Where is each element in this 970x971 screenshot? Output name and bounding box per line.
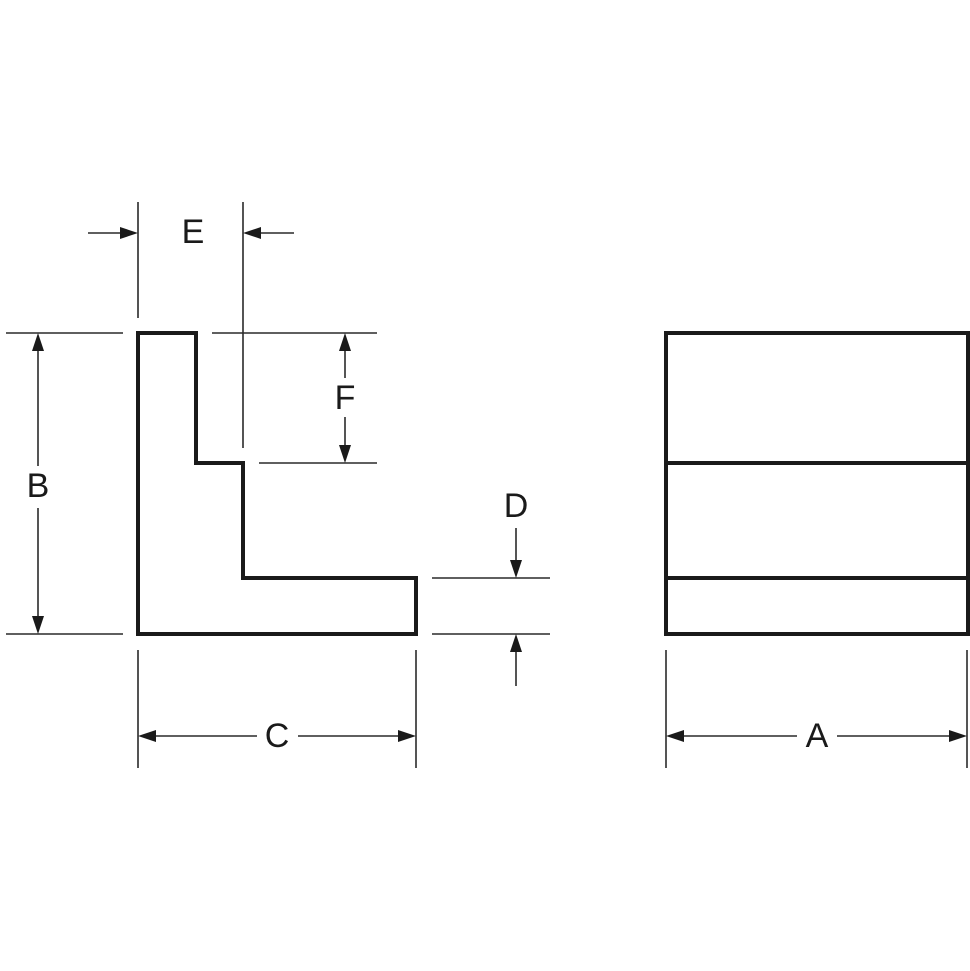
dimension-a: A	[665, 650, 968, 768]
front-view: A	[664, 331, 970, 768]
front-view-outline	[664, 331, 970, 636]
dimension-e: E	[88, 202, 294, 448]
label-a: A	[806, 717, 829, 755]
label-f: F	[335, 379, 356, 417]
dimension-f: F	[212, 332, 377, 464]
dimension-b: B	[6, 332, 123, 635]
label-c: C	[265, 717, 290, 755]
dimension-c: C	[137, 650, 417, 768]
label-d: D	[504, 487, 529, 525]
label-b: B	[27, 467, 50, 505]
l-profile-outline	[136, 331, 418, 636]
dimension-d: D	[432, 487, 550, 686]
label-e: E	[182, 213, 205, 251]
side-view: E F B C	[6, 202, 550, 768]
